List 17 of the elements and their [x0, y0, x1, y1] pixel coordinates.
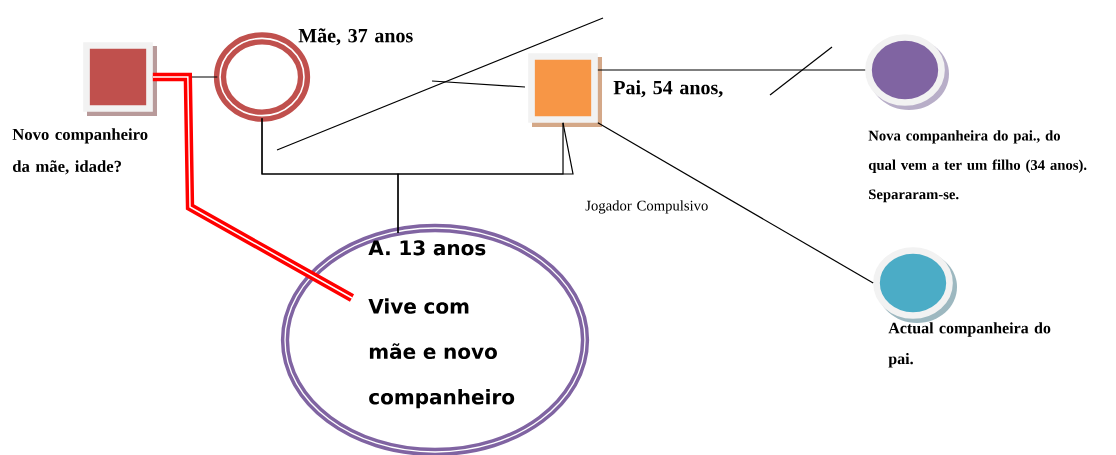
person-label: Actual companheira do pai.	[888, 322, 1051, 368]
male-square	[528, 53, 602, 127]
descent-line	[152, 72, 355, 302]
person-label: Mãe, 37 anos	[298, 28, 413, 46]
person-label: Novo companheiro da mãe, idade?	[12, 128, 148, 175]
person-label: Vive com mãe e novo companheiro	[368, 298, 515, 409]
person-label: Pai, 54 anos,	[613, 80, 723, 98]
female-circle	[873, 247, 957, 323]
person-label: A. 13 anos	[368, 240, 486, 256]
male-square	[83, 42, 157, 116]
female-circle	[865, 34, 949, 110]
child-ellipse	[280, 223, 590, 455]
relationship-line	[397, 122, 564, 234]
relationship-line	[597, 122, 874, 284]
note-label: Jogador Compulsivo	[585, 200, 708, 214]
relationship-line	[597, 69, 866, 71]
person-label: Nova companheira do pai., do qual vem a ter um filho (34 anos). Separaram-se.	[868, 130, 1087, 203]
